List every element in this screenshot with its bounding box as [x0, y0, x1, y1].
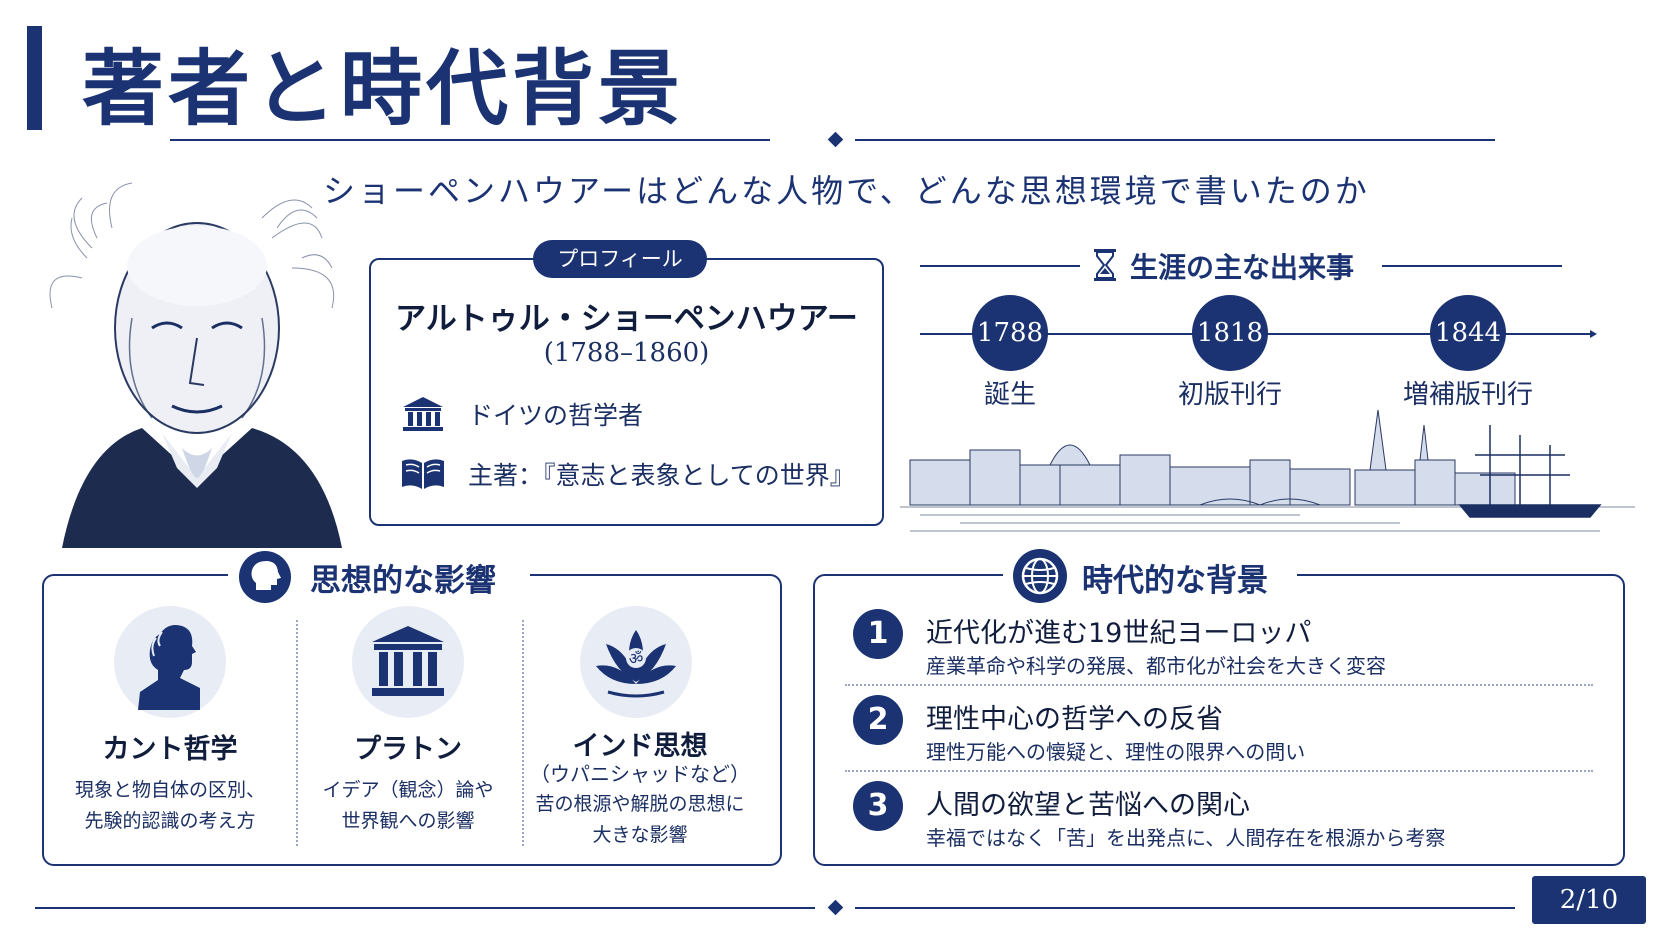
lotus-om-icon: ॐ [596, 630, 676, 698]
timeline-event-first-edition: 初版刊行 [1177, 380, 1282, 410]
background-item-1-title: 近代化が進む19世紀ヨーロッパ [926, 618, 1312, 649]
title-rule-left [170, 139, 770, 141]
influence-kant-desc-line1: 現象と物自体の区別、 [74, 779, 265, 801]
influence-plato-desc-line2: 世界観への影響 [341, 810, 475, 832]
page-subtitle: ショーペンハウアーはどんな人物で、どんな思想環境で書いたのか [323, 172, 1370, 210]
profile-tag: プロフィール [533, 240, 707, 278]
timeline-year-1788: 1788 [972, 295, 1048, 371]
timeline-arrowhead [1590, 330, 1597, 338]
timeline-event-expanded-edition: 増補版刊行 [1402, 380, 1533, 410]
title-accent-bar [27, 26, 42, 130]
page-number-badge: 2/10 [1532, 876, 1646, 924]
influence-india-desc-line2: 大きな影響 [592, 824, 688, 846]
greek-temple-icon [372, 626, 444, 696]
background-num-3: 3 [853, 781, 903, 831]
influence-plato-title: プラトン [354, 734, 462, 765]
influence-plato-desc: イデア（観念）論や 世界観への影響 [293, 775, 523, 837]
profile-occupation: ドイツの哲学者 [468, 401, 644, 430]
influences-title: 思想的な影響 [310, 563, 496, 599]
background-item-3-title: 人間の欲望と苦悩への関心 [926, 790, 1250, 821]
timeline-title-rule-right [1382, 265, 1562, 267]
timeline-title-rule-left [920, 265, 1080, 267]
book-icon [402, 459, 444, 489]
influence-india-desc: 苦の根源や解脱の思想に 大きな影響 [525, 789, 755, 851]
timeline-event-birth: 誕生 [983, 380, 1036, 410]
influence-india-desc-line1: 苦の根源や解脱の思想に [535, 793, 745, 815]
background-title: 時代的な背景 [1082, 563, 1268, 599]
background-divider-2 [845, 770, 1593, 772]
background-divider-1 [845, 684, 1593, 686]
profile-row-occupation: ドイツの哲学者 [400, 395, 643, 433]
background-item-2-desc: 理性万能への懐疑と、理性の限界への問い [926, 740, 1306, 764]
timeline-year-1818: 1818 [1192, 295, 1268, 371]
svg-text:ॐ: ॐ [629, 649, 644, 668]
influence-kant-desc-line2: 先験的認識の考え方 [84, 810, 256, 832]
timeline-title: 生涯の主な出来事 [1130, 251, 1355, 284]
person-name: アルトゥル・ショーペンハウアー [395, 301, 858, 337]
background-box [813, 574, 1625, 866]
influence-india-title: インド思想 [572, 731, 708, 762]
timeline-year-1844: 1844 [1430, 295, 1506, 371]
kant-bust-icon [138, 625, 200, 710]
footer-rule-left [35, 907, 815, 909]
influence-india-subtitle: （ウパニシャッドなど） [530, 762, 750, 786]
background-num-1: 1 [853, 609, 903, 659]
globe-icon [1013, 549, 1067, 603]
background-item-3-desc: 幸福ではなく「苦」を出発点に、人間存在を根源から考察 [926, 826, 1446, 850]
schopenhauer-portrait [49, 182, 342, 548]
page-title: 著者と時代背景 [82, 41, 685, 137]
influence-plato-desc-line1: イデア（観念）論や [322, 779, 494, 801]
head-icon [239, 551, 291, 603]
plato-icon-circle [352, 606, 464, 718]
city-skyline-illustration [900, 409, 1635, 532]
footer-rule-diamond [827, 899, 844, 916]
influences-divider-1 [296, 620, 298, 846]
profile-major-work: 主著：『意志と表象としての世界』 [468, 461, 855, 490]
title-rule-right [855, 139, 1495, 141]
influence-kant-title: カント哲学 [102, 734, 238, 765]
museum-icon [403, 397, 443, 431]
profile-row-major-work: 主著：『意志と表象としての世界』 [400, 455, 855, 493]
hourglass-icon [1094, 249, 1116, 281]
influence-kant-desc: 現象と物自体の区別、 先験的認識の考え方 [55, 775, 285, 837]
footer-rule-right [855, 907, 1515, 909]
influences-divider-2 [522, 620, 524, 846]
background-item-2-title: 理性中心の哲学への反省 [926, 704, 1223, 735]
background-item-1-desc: 産業革命や科学の発展、都市化が社会を大きく変容 [926, 654, 1386, 678]
background-num-2: 2 [853, 695, 903, 745]
person-years: (1788–1860) [543, 338, 710, 368]
title-rule-diamond [827, 131, 844, 148]
